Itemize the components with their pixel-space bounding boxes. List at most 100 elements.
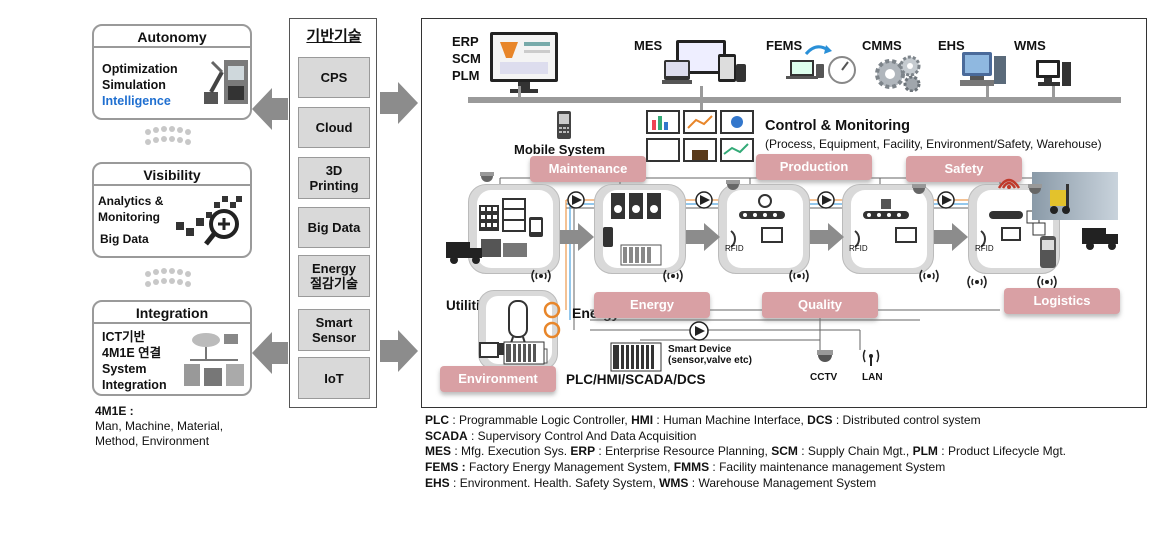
- forklift-icon: [1050, 184, 1070, 214]
- legend-1d: : Human Machine Interface,: [653, 413, 808, 427]
- visibility-line3: Big Data: [100, 232, 149, 246]
- rfid-text-4: RFID: [849, 244, 868, 253]
- integration-title: Integration: [94, 302, 250, 324]
- camera-icon-3: [912, 184, 926, 194]
- legend-1f: : Distributed control system: [832, 413, 981, 427]
- smart-device-valve-icon: [689, 321, 709, 341]
- legend-3e: SCM: [771, 444, 798, 458]
- legend-line-2: SCADA : Supervisory Control And Data Acq…: [425, 429, 696, 445]
- truck-icon-out: [1082, 228, 1118, 250]
- legend-line-5: EHS : Environment. Health. Safety System…: [425, 476, 876, 492]
- tag-logistics: Logistics: [1004, 288, 1120, 314]
- visibility-title: Visibility: [94, 164, 250, 186]
- fems-label: FEMS: [766, 38, 803, 53]
- tag-maintenance: Maintenance: [530, 156, 646, 182]
- integration-line1: ICT기반: [102, 330, 146, 344]
- warehouse-rack-icon: [479, 198, 543, 257]
- speaker-machines-icon: [603, 193, 662, 266]
- tech-cps: CPS: [298, 57, 370, 98]
- camera-icon-2: [726, 180, 740, 190]
- tech-3d-label2: Printing: [309, 178, 359, 193]
- tag-safety: Safety: [906, 156, 1022, 182]
- legend-3f: : Supply Chain Mgt.,: [797, 444, 913, 458]
- legend-3d: : Enterprise Resource Planning,: [595, 444, 772, 458]
- tech-sensor-label1: Smart: [315, 315, 353, 330]
- autonomy-line3: Intelligence: [102, 94, 171, 108]
- tech-bigdata-label: Big Data: [307, 220, 361, 235]
- legend-5d: : Warehouse Management System: [688, 476, 877, 490]
- legend-2b: : Supervisory Control And Data Acquisiti…: [467, 429, 697, 443]
- tech-title: 기반기술: [306, 28, 362, 45]
- visibility-line1: Analytics &: [98, 194, 164, 208]
- scm-label: SCM: [452, 51, 481, 66]
- note-title: 4M1E :: [95, 404, 134, 418]
- wms-label: WMS: [1014, 38, 1046, 53]
- valve-icon-1: [567, 191, 585, 209]
- cmms-gears-icon: [875, 55, 921, 92]
- valve-icon-4: [937, 191, 955, 209]
- flow-arrow-3: [810, 223, 844, 251]
- station-2: [594, 184, 686, 274]
- 4m1e-note: 4M1E : Man, Machine, Material, Method, E…: [95, 404, 223, 449]
- handheld-scanner-icon: [1040, 236, 1056, 268]
- arrow-left-integration: [252, 332, 288, 374]
- control-monitoring-subtitle: (Process, Equipment, Facility, Environme…: [765, 137, 1102, 151]
- tech-cloud: Cloud: [298, 107, 370, 148]
- cctv-label: CCTV: [810, 372, 838, 383]
- plc-rack-icon: [610, 342, 662, 372]
- flow-arrow-1: [560, 223, 594, 251]
- legend-3h: : Product Lifecycle Mgt.: [937, 444, 1066, 458]
- legend-3c: ERP: [570, 444, 596, 458]
- cctv-camera-icon: [817, 350, 833, 362]
- legend-line-1: PLC : Programmable Logic Controller, HMI…: [425, 413, 981, 429]
- tech-cps-label: CPS: [320, 70, 348, 85]
- note-line1: Man, Machine, Material,: [95, 419, 224, 433]
- ehs-label: EHS: [938, 38, 965, 53]
- visibility-box: Visibility Analytics & Monitoring Big Da…: [92, 162, 252, 258]
- legend-4b: Factory Energy Management System,: [465, 460, 674, 474]
- station-1: [468, 184, 560, 274]
- smart-device-label1: Smart Device: [668, 344, 732, 355]
- station-4: RFID: [842, 184, 934, 274]
- arrow-right-top: [380, 82, 418, 124]
- autonomy-line1: Optimization: [102, 62, 178, 76]
- wifi-icon-5: [967, 275, 987, 289]
- wifi-icon-4: [919, 269, 939, 283]
- dots-connector-2: [145, 268, 191, 287]
- mes-devices-icon: [662, 40, 746, 84]
- tech-sensor-label2: Sensor: [311, 330, 357, 345]
- camera-icon-1: [480, 172, 494, 182]
- legend-3a: MES: [425, 444, 452, 458]
- bus-drop-ehs: [986, 86, 989, 98]
- tech-energy-label2: 절감기술: [310, 276, 358, 291]
- integration-line3: System: [102, 362, 147, 376]
- mobile-system-label: Mobile System: [514, 142, 606, 157]
- tech-iot: IoT: [298, 357, 370, 399]
- legend-1c: HMI: [631, 413, 654, 427]
- lan-label: LAN: [862, 372, 883, 383]
- tech-cloud-label: Cloud: [315, 120, 353, 135]
- legend-1b: : Programmable Logic Controller,: [449, 413, 632, 427]
- legend-line-4: FEMS : Factory Energy Management System,…: [425, 460, 945, 476]
- tech-3d-label1: 3D: [325, 163, 343, 178]
- wifi-icon-1: [531, 269, 551, 283]
- tech-iot-label: IoT: [324, 370, 344, 386]
- tag-environment: Environment: [440, 366, 556, 392]
- ehs-computer-icon: [960, 52, 1006, 86]
- plc-hmi-icon: [479, 341, 545, 365]
- visibility-line2: Monitoring: [98, 210, 160, 224]
- conveyor-robot-icon: RFID: [725, 194, 785, 253]
- truck-icon-in: [446, 242, 482, 264]
- legend-4d: : Facility maintenance management System: [709, 460, 946, 474]
- valve-icon-3: [817, 191, 835, 209]
- arrow-left-autonomy: [252, 88, 288, 130]
- camera-icon-4: [1028, 184, 1042, 194]
- autonomy-title: Autonomy: [94, 26, 250, 48]
- flow-arrow-2: [686, 223, 720, 251]
- wifi-icon-2: [663, 269, 683, 283]
- integration-box: Integration ICT기반 4M1E 연결 System Integra…: [92, 300, 252, 396]
